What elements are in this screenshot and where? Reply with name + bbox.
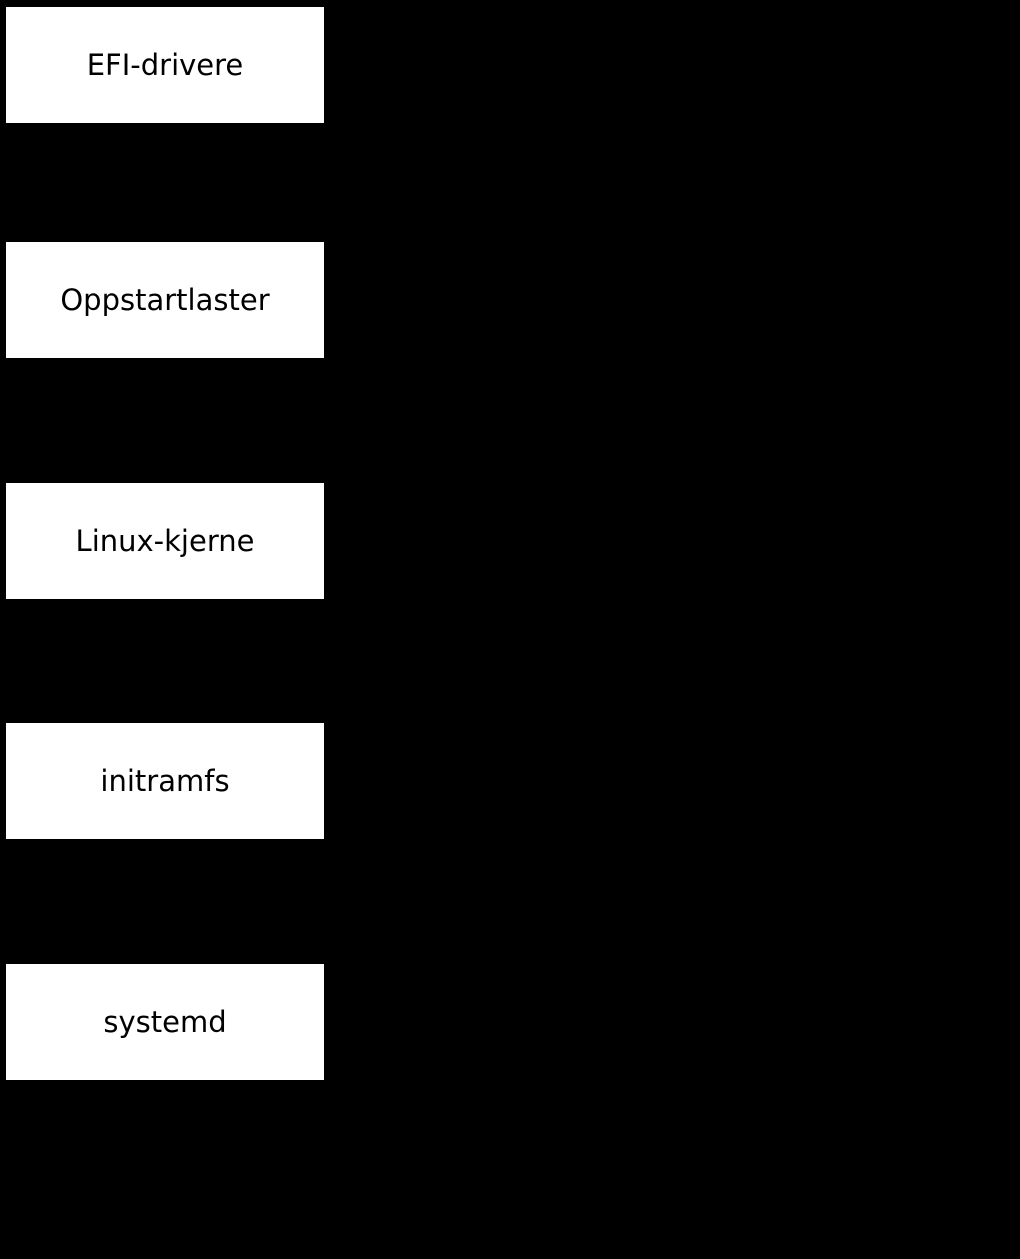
stage-box-linux-kjerne[interactable]: Linux-kjerne [6,483,324,599]
stage-label: initramfs [100,763,230,798]
stage-label: systemd [103,1004,227,1039]
stage-box-initramfs[interactable]: initramfs [6,723,324,839]
stage-box-systemd[interactable]: systemd [6,964,324,1080]
stage-box-oppstartlaster[interactable]: Oppstartlaster [6,242,324,358]
stage-label: Linux-kjerne [75,523,255,558]
stage-box-efi-drivere[interactable]: EFI-drivere [6,7,324,123]
stage-label: Oppstartlaster [60,282,270,317]
stage-label: EFI-drivere [86,47,244,82]
